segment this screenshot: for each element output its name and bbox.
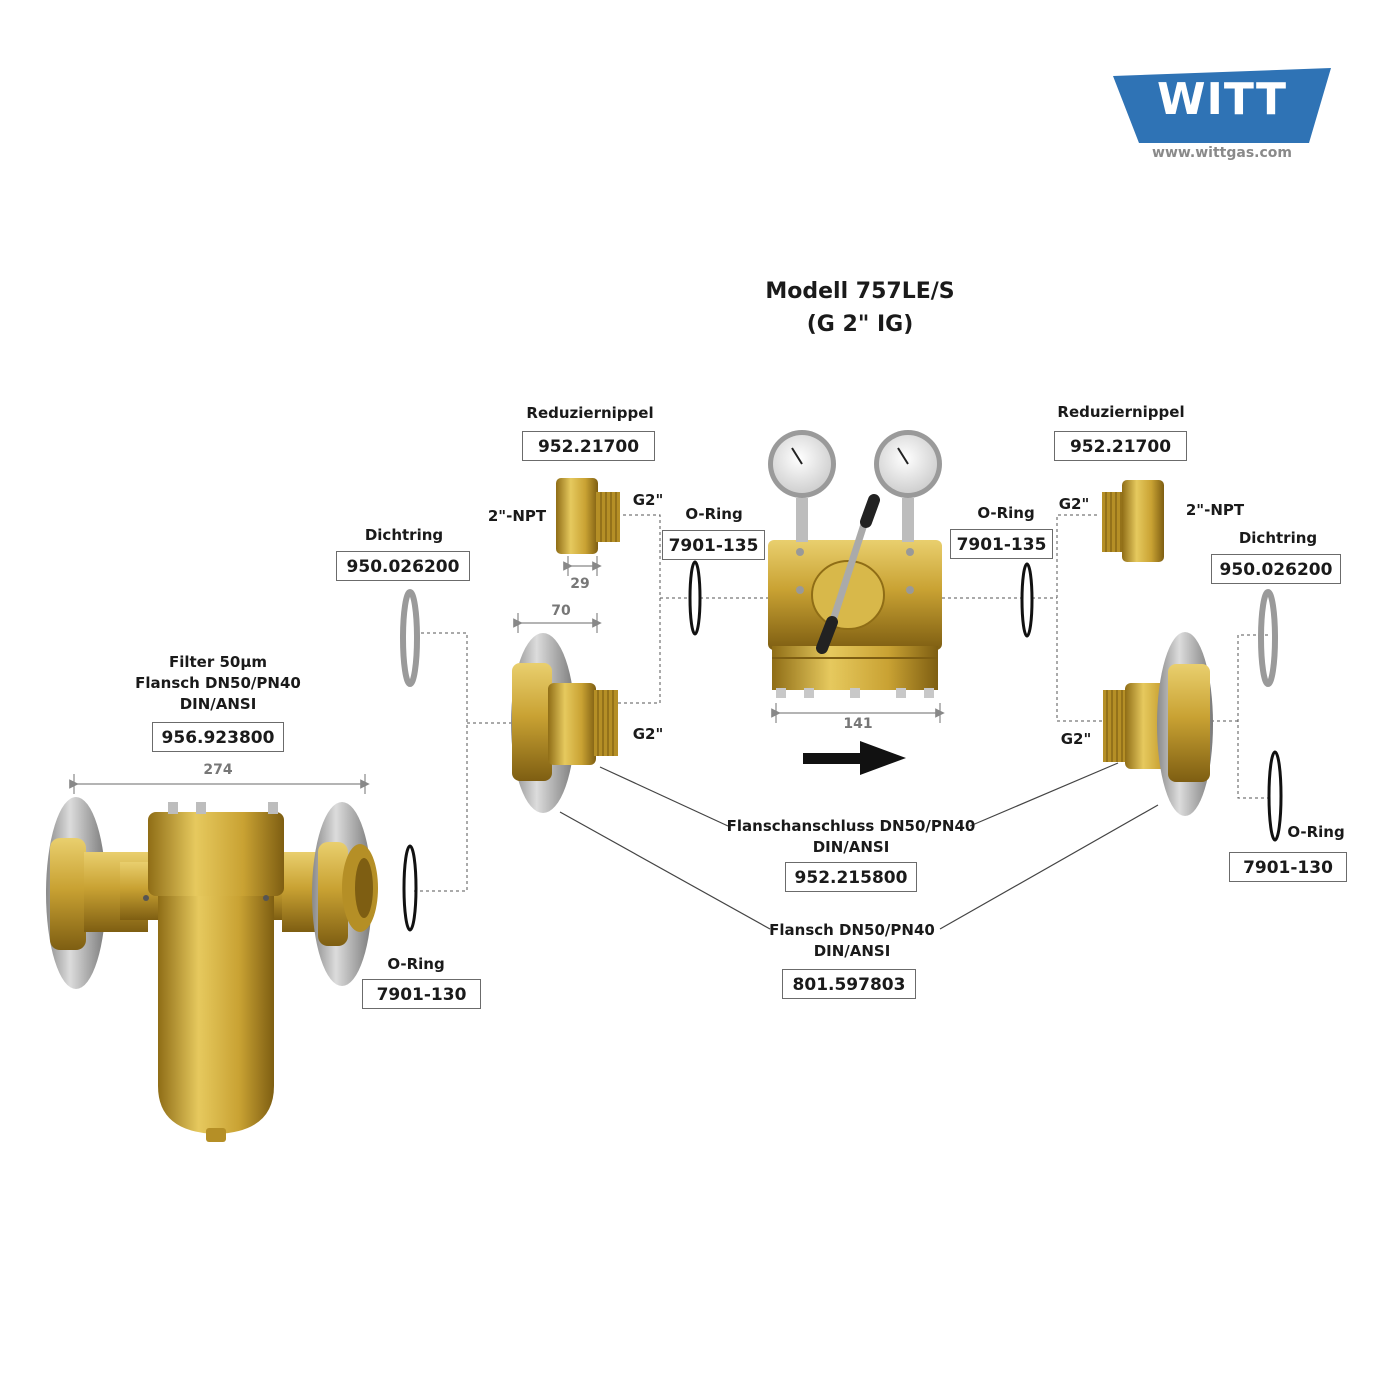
g2-nipple-left-label: G2" [632, 491, 664, 509]
flansch-label: Flansch DN50/PN40 DIN/ANSI [750, 920, 954, 962]
filter-number: 956.923800 [152, 722, 284, 752]
dim-filter-length: 274 [203, 762, 233, 778]
flanschanschluss-line1: Flanschanschluss DN50/PN40 [726, 817, 976, 835]
filter-line2: Flansch DN50/PN40 [135, 674, 301, 692]
reduziernippel-left-number: 952.21700 [522, 431, 655, 461]
oring-135-left-label: O-Ring [685, 505, 743, 523]
leader-lines [559, 762, 1159, 930]
filter-part [46, 797, 378, 1142]
filter-label: Filter 50µm Flansch DN50/PN40 DIN/ANSI [118, 652, 318, 715]
pressure-gauge-left [768, 430, 836, 498]
g2-flange-left-label: G2" [632, 725, 664, 743]
flansch-number: 801.597803 [782, 969, 916, 999]
oring-135-right-label: O-Ring [977, 504, 1035, 522]
reduziernippel-right-label: Reduziernippel [1057, 403, 1185, 421]
oring-130-left-part [402, 844, 418, 932]
dimension-lines [69, 556, 945, 794]
oring-130-right-number: 7901-130 [1229, 852, 1347, 882]
title-line2: (G 2" IG) [806, 312, 914, 337]
reduziernippel-left-part [556, 478, 620, 554]
logo-brand: WITT [1157, 74, 1287, 125]
oring-135-left-part [688, 560, 702, 636]
flansch-line2: DIN/ANSI [813, 942, 891, 960]
flanschanschluss-right-part [1103, 632, 1213, 816]
oring-135-right-number: 7901-135 [950, 529, 1053, 559]
flansch-line1: Flansch DN50/PN40 [769, 921, 935, 939]
pressure-gauge-right [874, 430, 942, 498]
dichtring-left-number: 950.026200 [336, 551, 470, 581]
oring-130-left-label: O-Ring [387, 955, 445, 973]
dichtring-right-number: 950.026200 [1211, 554, 1341, 584]
reduziernippel-right-part [1102, 480, 1164, 562]
oring-135-left-number: 7901-135 [662, 530, 765, 560]
oring-130-right-part [1267, 750, 1283, 842]
dichtring-right-label: Dichtring [1238, 529, 1318, 547]
witt-logo: WITT www.wittgas.com [1113, 68, 1331, 168]
flanschanschluss-line2: DIN/ANSI [812, 838, 890, 856]
g2-flange-right-label: G2" [1060, 730, 1092, 748]
reduziernippel-right-number: 952.21700 [1054, 431, 1187, 461]
dim-regulator-width: 141 [843, 716, 873, 732]
oring-135-right-part [1020, 562, 1034, 638]
filter-line3: DIN/ANSI [179, 695, 257, 713]
npt-left-label: 2"-NPT [487, 507, 547, 525]
dichtring-right-part [1258, 589, 1278, 687]
flow-direction-arrow [803, 741, 906, 775]
npt-right-label: 2"-NPT [1185, 501, 1245, 519]
flanschanschluss-number: 952.215800 [785, 862, 917, 892]
flanschanschluss-left-part [511, 633, 618, 813]
dim-nipple-length: 29 [570, 576, 590, 592]
regulator-757les-part [768, 430, 942, 698]
logo-url: www.wittgas.com [1152, 145, 1292, 161]
reduziernippel-left-label: Reduziernippel [526, 404, 654, 422]
flanschanschluss-label: Flanschanschluss DN50/PN40 DIN/ANSI [716, 816, 986, 858]
dichtring-left-label: Dichtring [364, 526, 444, 544]
dim-flange-length: 70 [551, 603, 571, 619]
title-line1: Modell 757LE/S [765, 279, 955, 304]
filter-line1: Filter 50µm [168, 653, 268, 671]
oring-130-right-label: O-Ring [1287, 823, 1345, 841]
oring-130-left-number: 7901-130 [362, 979, 481, 1009]
dichtring-left-part [400, 589, 420, 687]
page-title: Modell 757LE/S (G 2" IG) [660, 275, 1060, 341]
connection-lines [412, 514, 1268, 892]
logo-badge [1113, 68, 1331, 143]
lever-handle [816, 494, 880, 654]
g2-nipple-right-label: G2" [1058, 495, 1090, 513]
